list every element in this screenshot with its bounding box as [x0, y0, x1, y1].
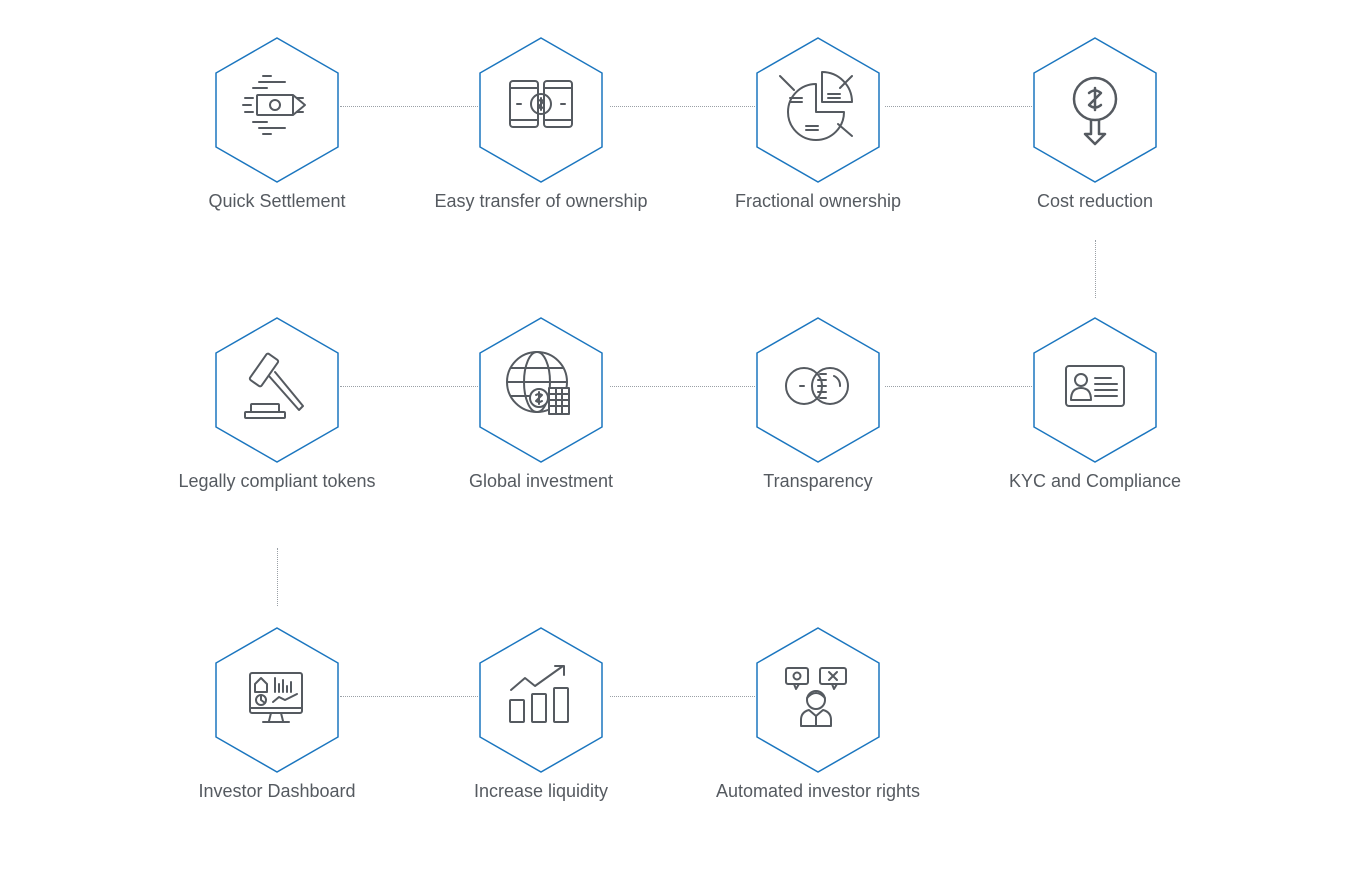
hexagon-frame: [754, 626, 882, 774]
money-speed-icon: [242, 75, 306, 135]
node-label: Automated investor rights: [715, 781, 921, 801]
hexagon-frame: [213, 626, 341, 774]
connector-2-3: [610, 106, 755, 107]
dollar-down-icon: [1072, 76, 1118, 146]
person-chat-icon: [785, 667, 847, 727]
phone-transfer-icon: [509, 80, 573, 128]
hexagon-frame: [1031, 36, 1159, 184]
hexagon-frame: [477, 626, 605, 774]
hexagon-frame: [754, 36, 882, 184]
node-label: Legally compliant tokens: [178, 471, 376, 491]
node-label: Cost reduction: [1036, 191, 1154, 211]
connector-6-7: [610, 386, 755, 387]
hexagon-frame: [477, 36, 605, 184]
hexagon-frame: [213, 36, 341, 184]
connector-5-9: [277, 548, 278, 606]
node-label: Increase liquidity: [473, 781, 609, 801]
node-label: Easy transfer of ownership: [434, 191, 648, 211]
hexagon-frame: [213, 316, 341, 464]
node-label: Global investment: [468, 471, 614, 491]
bar-growth-icon: [509, 665, 569, 723]
connector-9-10: [340, 696, 478, 697]
id-card-icon: [1065, 365, 1125, 407]
hexagon-frame: [1031, 316, 1159, 464]
pie-chart-icon: [779, 71, 853, 141]
node-label: KYC and Compliance: [1008, 471, 1182, 491]
connector-1-2: [340, 106, 478, 107]
hexagon-frame: [754, 316, 882, 464]
connector-10-11: [610, 696, 755, 697]
gavel-icon: [244, 352, 304, 419]
connector-5-6: [340, 386, 478, 387]
hexagon-frame: [477, 316, 605, 464]
node-label: Transparency: [763, 471, 873, 491]
overlap-circles-icon: [785, 367, 849, 405]
connector-7-8: [885, 386, 1032, 387]
globe-dollar-icon: [506, 351, 570, 415]
node-label: Fractional ownership: [734, 191, 902, 211]
monitor-dashboard-icon: [249, 672, 303, 723]
connector-3-4: [885, 106, 1032, 107]
node-label: Investor Dashboard: [198, 781, 356, 801]
connector-4-8: [1095, 240, 1096, 298]
node-label: Quick Settlement: [208, 191, 346, 211]
